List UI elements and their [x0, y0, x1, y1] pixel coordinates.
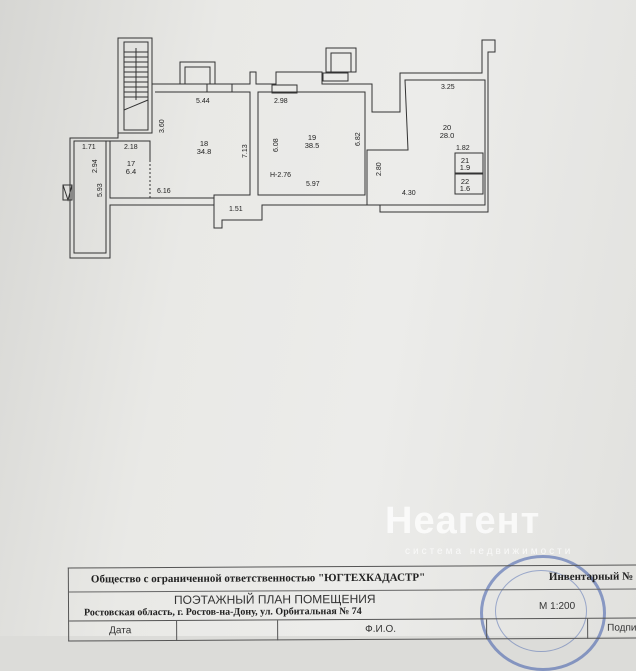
empty-cell — [177, 620, 279, 641]
bathroom-21 — [454, 152, 484, 174]
room-area: 38.5 — [305, 141, 320, 150]
dim: 5.93 — [97, 183, 104, 197]
room-area: 34.8 — [197, 147, 212, 156]
room-number: 20 — [443, 123, 451, 132]
height-label: Н-2.76 — [270, 172, 291, 179]
room-area: 1.6 — [460, 184, 470, 193]
dim: 2.80 — [376, 162, 383, 176]
room-number: 19 — [308, 133, 316, 142]
dim: 6.82 — [355, 132, 362, 146]
room-area: 1.9 — [460, 163, 470, 172]
name-label: Ф.И.О. — [277, 619, 488, 641]
dim: 2.94 — [92, 159, 99, 173]
corridor — [73, 140, 107, 254]
room-area: 6.4 — [126, 167, 136, 176]
dim: 2.18 — [124, 144, 138, 151]
dim: 4.30 — [402, 190, 416, 197]
company-row: Общество с ограниченной ответственностью… — [68, 565, 636, 593]
document-title: ПОЭТАЖНЫЙ ПЛАН ПОМЕЩЕНИЯ — [173, 591, 376, 607]
floor-plan: 5.44 2.98 3.25 3.60 7.13 6.08 6.82 1.71 … — [62, 37, 496, 259]
dim: 3.25 — [441, 84, 455, 91]
dim: 7.13 — [242, 144, 249, 158]
dim: 5.44 — [196, 98, 210, 105]
staircase — [117, 37, 153, 134]
dim: 6.16 — [157, 188, 171, 195]
empty-cell — [487, 618, 589, 640]
company-name: Общество с ограниченной ответственностью… — [90, 571, 426, 586]
dim: 6.08 — [273, 138, 280, 152]
dim: 5.97 — [306, 181, 320, 188]
dim: 1.51 — [229, 206, 243, 213]
dim: 1.71 — [82, 144, 96, 151]
date-label: Дата — [69, 620, 178, 642]
dim: 3.60 — [159, 119, 166, 133]
watermark-brand: Неагент — [385, 500, 541, 542]
room-number: 17 — [127, 159, 135, 168]
window — [271, 84, 298, 94]
room-number: 22 — [461, 177, 469, 186]
window — [206, 83, 233, 93]
room-number: 18 — [200, 139, 208, 148]
address: Ростовская область, г. Ростов-на-Дону, у… — [84, 605, 362, 619]
signature-row: Дата Ф.И.О. Подпись — [69, 617, 636, 642]
outer-walls — [69, 39, 496, 259]
document-paper — [0, 0, 636, 636]
window — [322, 72, 349, 82]
entrance-door — [62, 184, 73, 202]
bathroom-22 — [454, 173, 484, 195]
scale: М 1:200 — [538, 600, 576, 613]
dim: 2.98 — [274, 98, 288, 105]
inventory-number-label: Инвентарный № — [548, 570, 634, 584]
dim: 1.82 — [456, 145, 470, 152]
title-block: Общество с ограниченной ответственностью… — [67, 564, 636, 642]
room-area: 28.0 — [440, 131, 455, 140]
watermark-tagline: система недвижимости — [405, 546, 574, 557]
room-number: 21 — [461, 156, 469, 165]
